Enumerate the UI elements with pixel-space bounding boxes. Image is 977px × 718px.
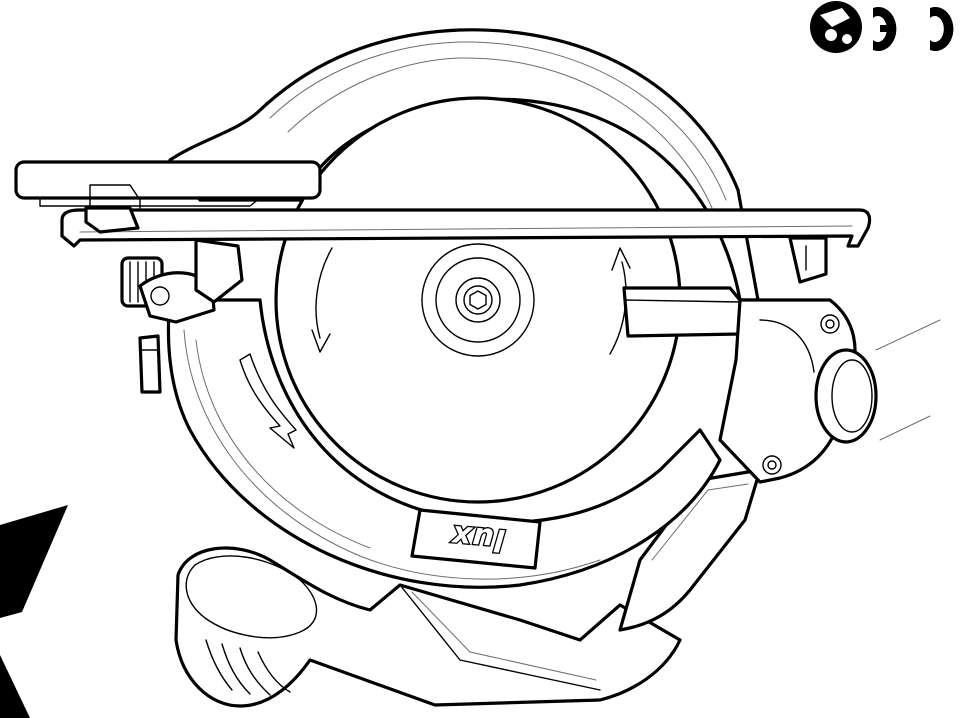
guard-arrow-icon xyxy=(239,353,297,449)
riving-knife-holder xyxy=(622,286,750,338)
saw-blade xyxy=(274,96,682,504)
motor-housing xyxy=(718,298,941,484)
saw-handle xyxy=(174,546,682,708)
certification-icons xyxy=(810,1,954,53)
rotation-arrows xyxy=(239,247,631,449)
bevel-lever xyxy=(138,238,244,394)
base-plate xyxy=(60,208,872,248)
lower-blade-guard xyxy=(166,298,722,589)
brand-badge: lux xyxy=(410,508,542,570)
lower-support-arm xyxy=(618,468,762,632)
brand-logo: lux xyxy=(449,518,506,558)
lightning-bolt-marker-icon xyxy=(0,505,68,718)
page-marker xyxy=(0,505,68,718)
protective-goggles-and-ear-protection-icon xyxy=(810,1,862,53)
plate-end-bracket xyxy=(788,236,828,284)
hex-bolt-icon xyxy=(469,290,487,310)
depth-adjustment-knob xyxy=(120,256,216,324)
eac-conformity-mark-icon xyxy=(873,7,954,52)
rotation-arrow-down-icon xyxy=(311,247,333,353)
front-plate xyxy=(14,160,322,234)
